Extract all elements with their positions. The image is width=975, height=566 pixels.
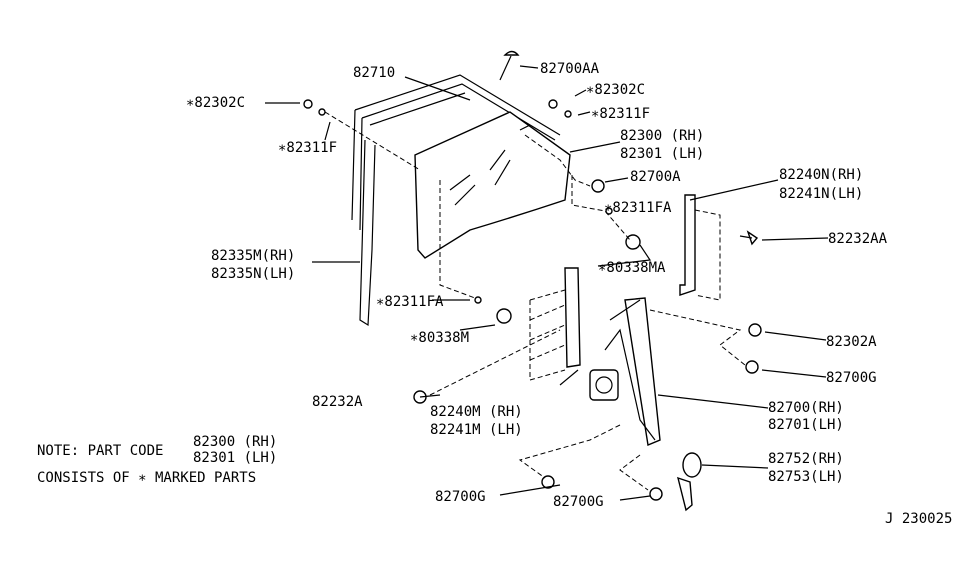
label-82240M: 82240M (RH)	[430, 404, 523, 420]
label-82241M: 82241M (LH)	[430, 422, 523, 438]
leader-lines	[265, 65, 829, 501]
label-82752: 82752(RH)	[768, 451, 844, 467]
label-82302A: 82302A	[826, 334, 877, 350]
label-82700A: 82700A	[630, 169, 681, 185]
label-82311F-left: ∗82311F	[278, 140, 337, 156]
label-82301: 82301 (LH)	[620, 146, 704, 162]
label-82701: 82701(LH)	[768, 417, 844, 433]
label-82700G-bottom-mid: 82700G	[553, 494, 604, 510]
label-82710: 82710	[353, 65, 395, 81]
assembly-dashed-lines	[324, 111, 746, 491]
diagram-code: J 230025	[885, 511, 952, 527]
regulator-handle	[677, 452, 702, 512]
note-code-lh: 82301 (LH)	[193, 450, 277, 466]
label-82302C-left: ∗82302C	[186, 95, 245, 111]
label-82240N: 82240N(RH)	[779, 167, 863, 183]
front-guide-rail	[564, 267, 581, 368]
rear-guide-rail	[679, 194, 696, 296]
label-82700G-right: 82700G	[826, 370, 877, 386]
label-82302C-right: ∗82302C	[586, 82, 645, 98]
label-82753: 82753(LH)	[768, 469, 844, 485]
label-82335N: 82335N(LH)	[211, 266, 295, 282]
note-line2: CONSISTS OF ∗ MARKED PARTS	[37, 470, 256, 486]
note-line1: NOTE: PART CODE	[37, 443, 163, 459]
label-80338M: ∗80338M	[410, 330, 469, 346]
label-82311FA-right: ∗82311FA	[604, 200, 672, 216]
label-82241N: 82241N(LH)	[779, 186, 863, 202]
weatherstrip-part	[359, 139, 376, 327]
label-82700G-bottom-left: 82700G	[435, 489, 486, 505]
label-82232AA: 82232AA	[828, 231, 888, 247]
label-82232A: 82232A	[312, 394, 363, 410]
window-regulator	[589, 297, 661, 446]
label-80338MA: ∗80338MA	[598, 260, 666, 276]
door-glass-part	[414, 111, 571, 259]
note-code-rh: 82300 (RH)	[193, 434, 277, 450]
label-82700: 82700(RH)	[768, 400, 844, 416]
label-82311F-right: ∗82311F	[591, 106, 650, 122]
label-82700AA: 82700AA	[540, 61, 600, 77]
label-82335M: 82335M(RH)	[211, 248, 295, 264]
label-82300: 82300 (RH)	[620, 128, 704, 144]
fasteners	[303, 50, 762, 501]
label-82311FA-left: ∗82311FA	[376, 294, 444, 310]
